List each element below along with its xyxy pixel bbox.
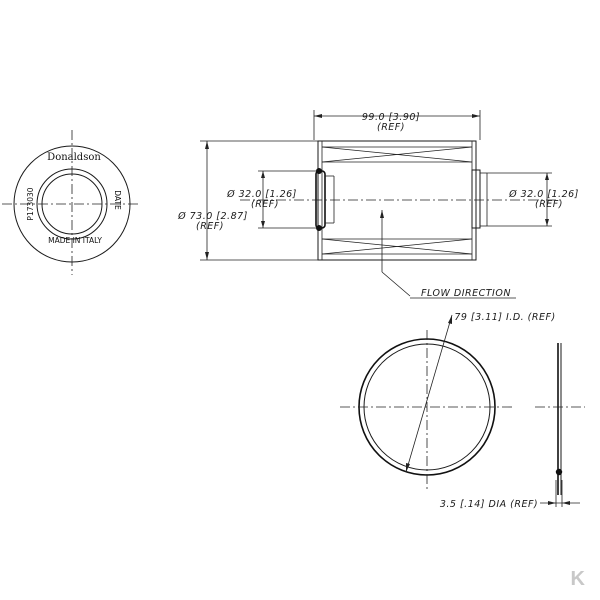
length-ref: (REF) [377,122,405,133]
part-number-stamp: P173030 [26,187,35,220]
origin-stamp: MADE IN ITALY [48,236,102,245]
cross-section-dot [555,468,563,476]
end-view: Donaldson P173030 DATE MADE IN ITALY [2,130,140,275]
flow-direction-arrow [380,210,384,218]
side-view: 99.0 [3.90] (REF) [177,110,579,299]
filter-body [317,140,477,261]
dia-label: 3.5 [.14] DIA (REF) [440,499,538,510]
outlet-arrow-top [545,173,549,180]
dia-arrow-left [548,501,556,505]
inlet-diameter-label: Ø 32.0 [1.26] [226,189,297,200]
length-label: 99.0 [3.90] [362,112,420,123]
inlet-diameter-ref: (REF) [251,199,279,210]
brand-stamp: Donaldson [47,152,101,163]
date-stamp: DATE [113,190,122,210]
top-band-diagonal-2 [321,146,473,163]
inlet-gasket [315,170,326,229]
inlet-arrow-bottom [261,221,265,228]
od-arrow-top [205,141,209,149]
dia-arrow-right [562,501,570,505]
outer-diameter-ref: (REF) [196,221,224,232]
watermark-logo: K [571,568,586,590]
outlet-diameter-ref: (REF) [535,199,563,210]
id-dimension-line [405,314,453,473]
seal-ring-view: 79 [3.11] I.D. (REF) 3.5 [.14] DIA (REF) [340,312,585,510]
inlet-arrow-top [261,171,265,178]
outer-diameter-label: Ø 73.0 [2.87] [177,211,248,222]
flow-direction-label: FLOW DIRECTION [421,288,511,299]
bottom-band-diagonal-2 [321,238,473,255]
length-arrow-left [314,114,322,118]
id-label: 79 [3.11] I.D. (REF) [454,312,555,323]
od-arrow-bottom [205,252,209,260]
flow-direction-leader-bend [381,271,411,297]
id-arrow-top [448,315,452,324]
outlet-diameter-label: Ø 32.0 [1.26] [508,189,579,200]
inlet-seal-bottom [316,225,322,231]
id-arrow-bottom [406,463,410,472]
outlet-neck [471,169,481,229]
length-arrow-right [472,114,480,118]
outlet-arrow-bottom [545,219,549,226]
inlet-seal-top [316,168,322,174]
